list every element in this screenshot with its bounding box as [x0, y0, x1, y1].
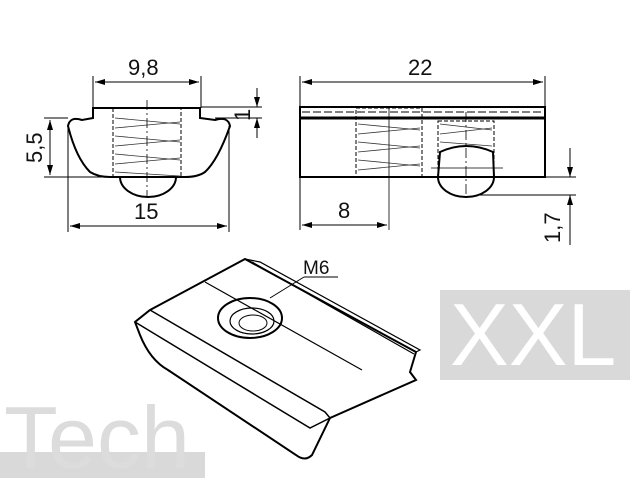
ball-side: [436, 145, 496, 198]
dim-width-bottom: 15: [134, 199, 158, 224]
dim-height: 5,5: [22, 132, 47, 163]
leader-line: [269, 276, 305, 299]
watermark-box: [440, 290, 630, 380]
iso-hole-inner: [238, 314, 268, 332]
front-view: 9,8 5,5 15 1: [22, 55, 262, 232]
dim-ball-protrusion: 1,7: [540, 212, 565, 243]
ball-front: [119, 176, 177, 198]
front-profile: [66, 107, 232, 178]
iso-body: [133, 257, 418, 460]
iso-hole: [217, 297, 283, 339]
iso-view: M6: [133, 257, 422, 460]
thread-hatching-front: [114, 117, 181, 177]
watermark-text-xxl: XXL: [450, 285, 616, 384]
iso-hole-thread: [229, 307, 275, 335]
iso-edges: [134, 309, 331, 456]
dim-length: 22: [408, 55, 432, 80]
iso-grooves: [204, 258, 422, 371]
dim-flange: 1: [230, 109, 255, 121]
dim-width-top: 9,8: [128, 55, 159, 80]
side-view: 22 8 1,7: [299, 55, 576, 245]
watermark-bar: [0, 452, 205, 478]
thread-label: M6: [303, 258, 329, 279]
dim-hole-offset: 8: [338, 198, 350, 223]
watermark: Tech XXL: [0, 285, 630, 480]
watermark-text-tech: Tech: [4, 388, 190, 480]
